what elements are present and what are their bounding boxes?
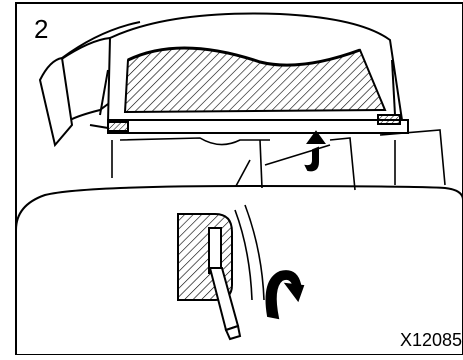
detail-strap xyxy=(210,268,240,339)
car-interior xyxy=(112,130,445,190)
figure-code: X12085 xyxy=(400,330,462,351)
soft-top xyxy=(100,14,402,123)
step-number: 2 xyxy=(34,14,48,45)
detail-fabric-lines xyxy=(235,205,264,300)
large-curved-arrow xyxy=(267,271,304,318)
